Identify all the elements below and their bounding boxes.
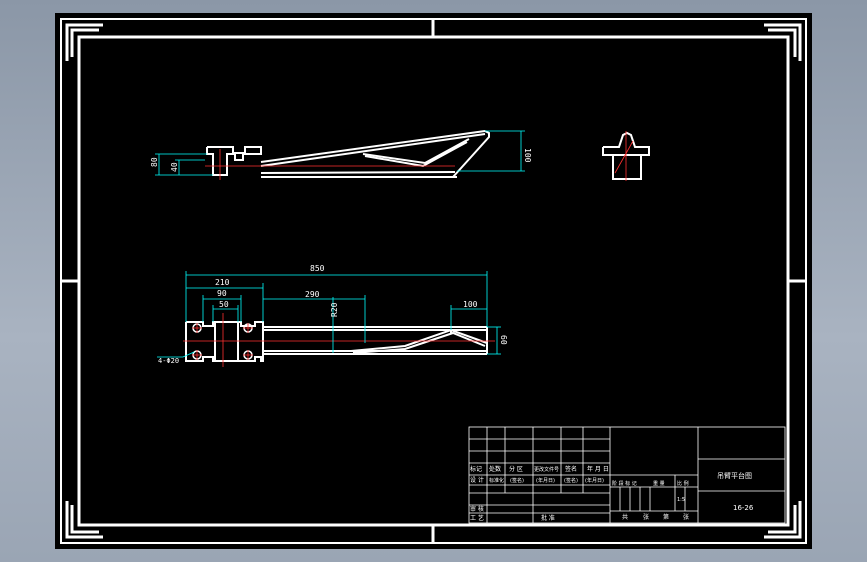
tb-total: 共 [622,513,628,521]
tb-sheets-2: 张 [683,513,689,521]
drawing-canvas: 80 40 100 [60,18,807,544]
dim-top-r20: R20 [330,302,339,317]
tb-drawing-no: 16-26 [733,504,754,512]
dim-top-50: 50 [219,300,229,309]
tb-change-doc: 更改文件号 [534,466,559,473]
drawing-border [60,18,807,544]
tb-sheet-no: 第 [663,513,669,521]
tb-scale-label: 比 例 [677,480,689,487]
tb-sheets-1: 张 [643,513,649,521]
tb-zone: 分 区 [509,465,523,473]
tb-sign-2: (签名) [564,477,578,484]
dim-top-210: 210 [215,278,230,287]
front-view: 80 40 100 [150,130,532,180]
tb-approve: 批 准 [541,514,555,522]
tb-sign-1: (签名) [510,477,524,484]
tb-mark: 标记 [470,465,482,473]
side-view [602,131,650,181]
tb-weight: 重 量 [653,480,665,487]
tb-part-name: 吊臂平台图 [717,471,752,480]
dim-top-60: 60 [499,335,508,345]
tb-count: 处数 [489,465,501,473]
tb-process: 工 艺 [470,514,484,522]
tb-review: 审 核 [470,505,484,513]
dim-top-90: 90 [217,289,227,298]
tb-date: 年 月 日 [587,465,609,473]
dim-front-40: 40 [170,162,179,172]
top-view: 850 210 90 50 290 R20 100 60 4-Φ20 [157,264,508,367]
tb-date-1: (年月日) [536,477,555,484]
title-block: 标记 处数 分 区 更改文件号 签名 年 月 日 设 计 标准化 (签名) (年… [468,426,786,524]
tb-stage: 阶 段 标 记 [612,480,637,487]
tb-date-2: (年月日) [585,477,604,484]
tb-design: 设 计 [470,476,484,484]
tb-scale-value: 1:5 [677,497,685,503]
dim-front-100: 100 [523,148,532,163]
dim-top-holes: 4-Φ20 [158,357,179,365]
dim-top-290: 290 [305,290,320,299]
tb-sign: 签名 [565,465,577,473]
tb-standard: 标准化 [489,477,504,484]
dim-top-850: 850 [310,264,325,273]
dim-top-100: 100 [463,300,478,309]
dim-front-80: 80 [150,157,159,167]
cad-viewport[interactable]: 80 40 100 [55,13,812,549]
